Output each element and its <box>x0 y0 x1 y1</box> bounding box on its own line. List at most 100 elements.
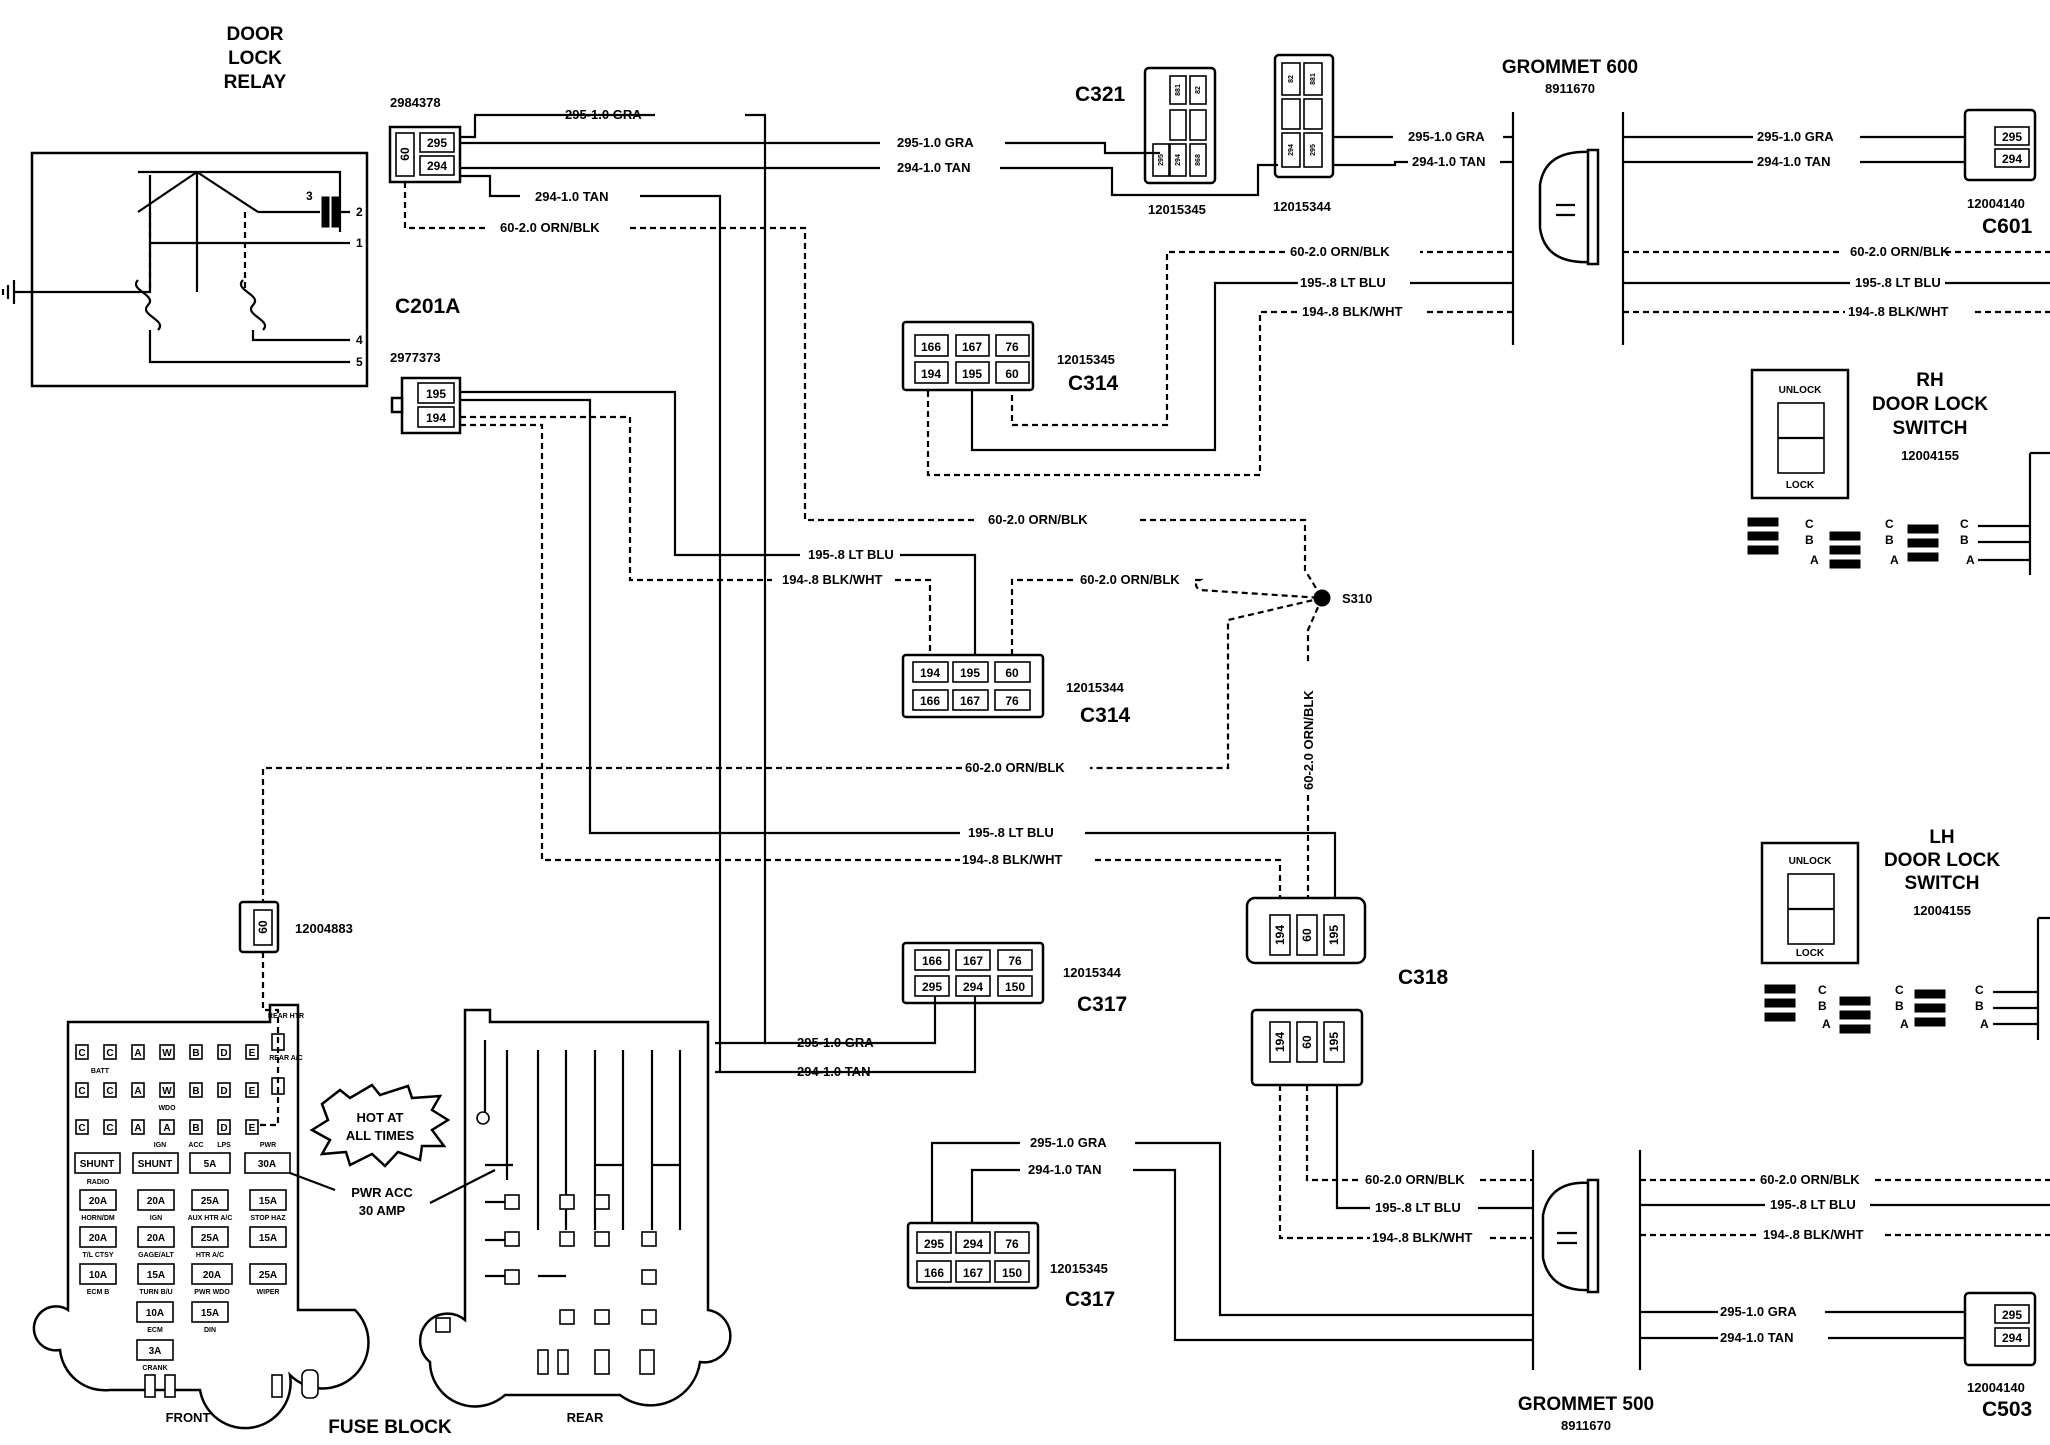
c503-cavity-294 <box>1994 1327 2030 1347</box>
c314l-cavity-167 <box>952 689 989 711</box>
c503-cavity-295 <box>1994 1304 2030 1324</box>
fuse-name-acc: ACC <box>188 1142 203 1149</box>
c317-upper-label: C317 <box>1077 993 1127 1016</box>
pwr-acc-pointers <box>289 1169 496 1204</box>
wire-295-c317u <box>765 996 937 1045</box>
fuse-20a-5 <box>191 1263 233 1285</box>
relay-title-1: DOOR <box>227 24 284 45</box>
c201a-cavity-195 <box>417 382 455 404</box>
fuse-15a-1-label: 15A <box>259 1196 277 1207</box>
c317u-167-label: 167 <box>963 954 983 968</box>
rh-door-lock-switch: UNLOCK LOCK RH DOOR LOCK SWITCH 12004155… <box>1747 368 2050 575</box>
wiring: 295-1.0 GRA 295-1.0 GRA 294-1.0 TAN 294-… <box>261 107 2050 1345</box>
fuse-name-aux: AUX HTR A/C <box>188 1215 233 1222</box>
relay-arm-1 <box>196 171 259 213</box>
fuse-name-radio: RADIO <box>87 1179 110 1186</box>
rear-term-2 <box>504 1231 520 1247</box>
c318-label: C318 <box>1398 966 1449 989</box>
rh-term3-b <box>1907 538 1939 548</box>
c317l-cavity-294 <box>955 1231 991 1254</box>
fuse-r3-a-label: A <box>134 1123 141 1134</box>
wire-295-label-2: 295-1.0 GRA <box>897 135 974 150</box>
c601-294-label: 294 <box>2002 152 2022 166</box>
lh-term2-c-label: C <box>1895 983 1904 997</box>
fuse-r2-b <box>189 1082 203 1098</box>
connector-c601: 295 294 12004140 C601 <box>1963 108 2037 238</box>
wire-294-upper <box>460 174 722 1074</box>
c314u-166-label: 166 <box>921 340 941 354</box>
c321-cavity-294 <box>1169 143 1187 177</box>
door-lock-relay: DOOR LOCK RELAY 1 2 3 4 5 <box>1 24 369 388</box>
fuse-slot-c2-label: C <box>106 1048 113 1059</box>
fuse-name-din: DIN <box>204 1327 216 1334</box>
connector-c201a: 2984378 60 295 294 C201A 2977373 195 194 <box>388 95 462 435</box>
c201a-bottom-part: 2977373 <box>390 350 441 365</box>
lh-title-1: LH <box>1929 827 1954 848</box>
fuse-slot-a-label: A <box>134 1048 141 1059</box>
fuse-10a-1 <box>79 1263 117 1285</box>
wire-294-label-1: 294-1.0 TAN <box>897 160 970 175</box>
c503-part: 12004140 <box>1967 1380 2025 1395</box>
fuse-25a-2-label: 25A <box>201 1233 219 1244</box>
wire-60-top <box>403 182 1323 599</box>
c314u-194-label: 194 <box>921 367 941 381</box>
wire-60-s310-to-fuse <box>261 596 1323 902</box>
grommet-500-marks <box>1557 1231 1577 1245</box>
rh-term-a-label: A <box>1810 553 1819 567</box>
fuse-name-wdo: WDO <box>158 1105 176 1112</box>
lh-title-3: SWITCH <box>1905 873 1980 894</box>
c317l-cavity-76 <box>994 1231 1030 1254</box>
relay-coil-leads <box>148 330 350 364</box>
c201a-cavity-294 <box>419 155 455 176</box>
wire-60-label-8: 60-2.0 ORN/BLK <box>1365 1172 1465 1187</box>
rh-term-b <box>1747 531 1779 541</box>
fuse-r2-c2 <box>103 1082 117 1098</box>
fuse-slot-e-label: E <box>249 1048 256 1059</box>
fuse-block-rear <box>418 1008 732 1408</box>
c314l-76-label: 76 <box>1005 694 1019 708</box>
rh-term3-a-label: A <box>1966 553 1975 567</box>
lh-door-lock-switch: UNLOCK LOCK LH DOOR LOCK SWITCH 12004155… <box>1760 827 2050 1040</box>
fuse-relay-3 <box>271 1374 283 1398</box>
relay-contact-3 <box>321 196 330 228</box>
fuse-slot-b-label: B <box>192 1048 199 1059</box>
fuse-25a-1 <box>191 1189 229 1211</box>
wire-60-label-9: 60-2.0 ORN/BLK <box>1760 1172 1860 1187</box>
c318l-cavity-195 <box>1323 1021 1345 1063</box>
rear-relay-2 <box>557 1349 569 1375</box>
c321-cavity-868a <box>1169 109 1187 141</box>
lh-term3-c <box>1914 1017 1946 1027</box>
c503-294-label: 294 <box>2002 1331 2022 1345</box>
wire-60-c318-to-g500 <box>1305 1085 1533 1182</box>
c318l-195-label: 195 <box>1327 1032 1341 1052</box>
c314l-195-label: 195 <box>960 666 980 680</box>
wire-295-label-6: 295-1.0 GRA <box>1720 1304 1797 1319</box>
fuse-conn-60-label: 60 <box>256 920 270 934</box>
fuse-r2-a-label: A <box>134 1086 141 1097</box>
c601-295-label: 295 <box>2002 130 2022 144</box>
rh-term2-a <box>1829 531 1861 541</box>
rh-title-3: SWITCH <box>1893 418 1968 439</box>
c201a-latch <box>390 396 404 414</box>
c318l-cavity-194 <box>1269 1021 1291 1063</box>
fuse-slot-e <box>245 1044 259 1060</box>
fuse-r3-a <box>131 1119 145 1135</box>
c314-lower-label: C314 <box>1080 704 1131 727</box>
fuse-r3-d <box>217 1119 231 1135</box>
rh-term-c <box>1747 545 1779 555</box>
fuse-name-ecmb: ECM B <box>87 1289 110 1296</box>
c317l-cavity-166 <box>916 1260 952 1283</box>
wire-60-label-3: 60-2.0 ORN/BLK <box>1850 244 1950 259</box>
c314u-cavity-166 <box>914 334 949 357</box>
rh-term3-a <box>1907 524 1939 534</box>
wire-194-label-1: 194-.8 BLK/WHT <box>1848 304 1948 319</box>
connector-c317-lower: 295 294 76 166 167 150 12015345 C317 <box>906 1221 1115 1311</box>
rh-term2-c-label: C <box>1885 517 1894 531</box>
fuse-r3-c1 <box>75 1119 89 1135</box>
c318u-cavity-194 <box>1269 914 1291 956</box>
c503-295-label: 295 <box>2002 1308 2022 1322</box>
fuse-5a <box>189 1152 231 1174</box>
c314l-cavity-76 <box>994 689 1031 711</box>
fuse-30a-label: 30A <box>258 1159 276 1170</box>
